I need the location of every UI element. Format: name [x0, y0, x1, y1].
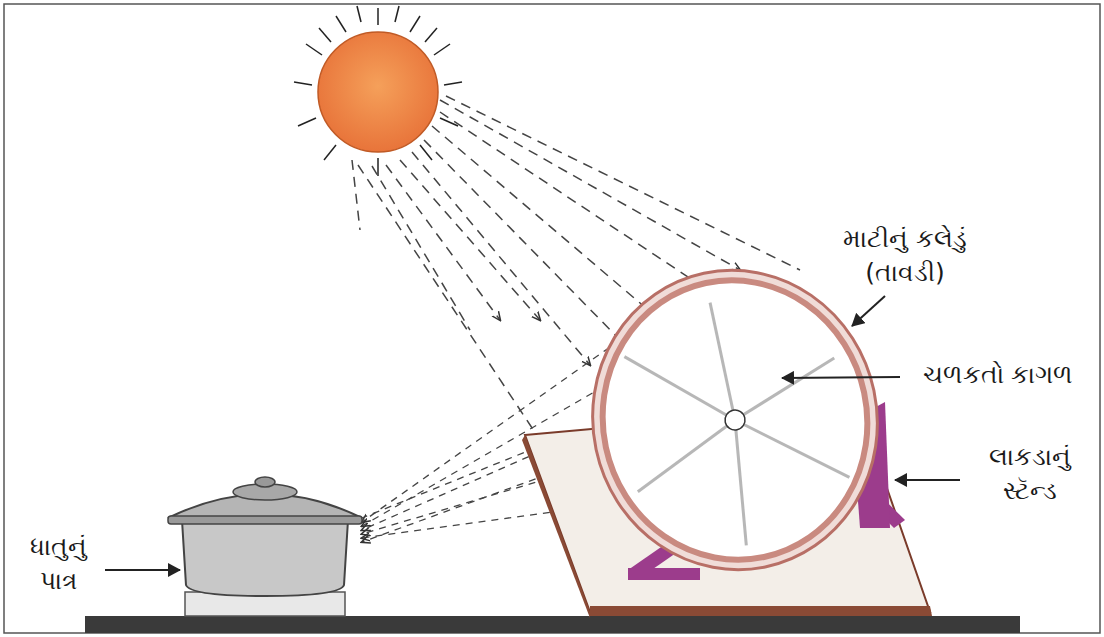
ground	[85, 616, 1020, 633]
leader-lines	[105, 296, 960, 570]
sun-rays	[294, 6, 462, 176]
part-label: માટીનું કલેડું (તાવડી)	[815, 222, 995, 290]
board-edge	[522, 435, 590, 618]
part-label: ધાતુનું પાત્ર	[8, 530, 108, 598]
frame	[4, 4, 1100, 633]
clay-dish	[565, 244, 905, 596]
part-label: ચળકતો કાગળ	[898, 358, 1098, 392]
part-label: લાકડાનું સ્ટૅન્ડ	[970, 440, 1090, 508]
metal-pot	[168, 477, 362, 616]
board-edge	[590, 606, 932, 616]
sun	[318, 32, 438, 152]
